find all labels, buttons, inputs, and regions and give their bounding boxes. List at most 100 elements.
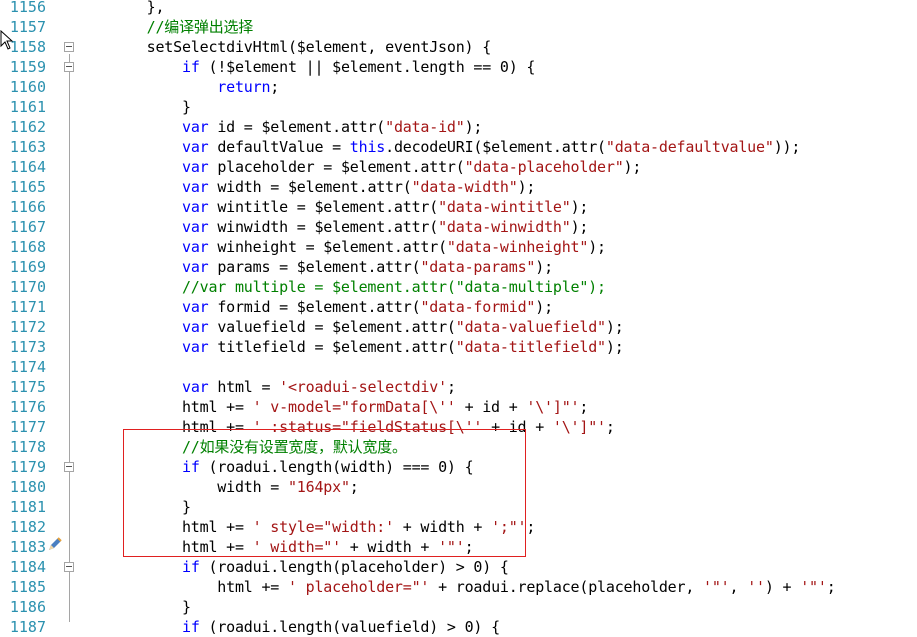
code-token: html += xyxy=(76,518,253,536)
line-number: 1181 xyxy=(9,498,46,516)
code-text: html += ' placeholder="' + roadui.replac… xyxy=(76,577,917,597)
code-token: '\']"' xyxy=(526,398,580,416)
code-token: (roadui.length(width) === 0) { xyxy=(199,458,474,476)
code-line[interactable]: 1183 html += ' width="' + width + '"'; xyxy=(0,537,917,557)
code-text xyxy=(76,357,917,377)
code-line[interactable]: 1181 } xyxy=(0,497,917,517)
code-token: ); xyxy=(464,118,483,136)
code-token xyxy=(76,58,182,76)
code-token: ); xyxy=(623,158,642,176)
line-number: 1162 xyxy=(9,118,46,136)
code-line[interactable]: 1162 var id = $element.attr("data-id"); xyxy=(0,117,917,137)
code-text: var defaultValue = this.decodeURI($eleme… xyxy=(76,137,917,157)
line-number: 1184 xyxy=(9,558,46,576)
code-token: ; xyxy=(349,478,359,496)
code-line[interactable]: 1161 } xyxy=(0,97,917,117)
code-line[interactable]: 1178 //如果没有设置宽度，默认宽度。 xyxy=(0,437,917,457)
code-line[interactable]: 1186 } xyxy=(0,597,917,617)
code-text: if (roadui.length(valuefield) > 0) { xyxy=(76,617,917,637)
code-token: } xyxy=(76,498,191,516)
code-text: var winwidth = $element.attr("data-winwi… xyxy=(76,217,917,237)
code-token: , xyxy=(729,578,748,596)
code-line[interactable]: 1163 var defaultValue = this.decodeURI($… xyxy=(0,137,917,157)
code-line[interactable]: 1159 if (!$element || $element.length ==… xyxy=(0,57,917,77)
code-token: "data-placeholder" xyxy=(464,158,624,176)
collapse-icon[interactable] xyxy=(64,62,74,72)
code-token: "data-titlefield" xyxy=(455,338,606,356)
code-line[interactable]: 1171 var formid = $element.attr("data-fo… xyxy=(0,297,917,317)
line-number: 1161 xyxy=(9,98,46,116)
code-line[interactable]: 1168 var winheight = $element.attr("data… xyxy=(0,237,917,257)
code-line[interactable]: 1157 //编译弹出选择 xyxy=(0,17,917,37)
code-token: ; xyxy=(270,78,280,96)
code-token: (!$element || $element.length == 0) { xyxy=(199,58,536,76)
code-line[interactable]: 1180 width = "164px"; xyxy=(0,477,917,497)
line-number: 1168 xyxy=(9,238,46,256)
code-token: wintitle = $element.attr( xyxy=(208,198,439,216)
line-number: 1165 xyxy=(9,178,46,196)
code-text: //编译弹出选择 xyxy=(76,17,917,37)
code-line[interactable]: 1170 //var multiple = $element.attr("dat… xyxy=(0,277,917,297)
code-token: "data-valuefield" xyxy=(455,318,606,336)
collapse-icon[interactable] xyxy=(64,562,74,572)
code-line[interactable]: 1156 }, xyxy=(0,0,917,17)
code-token: ';"' xyxy=(491,518,527,536)
code-token: ); xyxy=(605,338,624,356)
code-line[interactable]: 1172 var valuefield = $element.attr("dat… xyxy=(0,317,917,337)
code-token: ' style="width:' xyxy=(252,518,394,536)
code-line[interactable]: 1182 html += ' style="width:' + width + … xyxy=(0,517,917,537)
code-token: "data-winheight" xyxy=(446,238,589,256)
code-line[interactable]: 1160 return; xyxy=(0,77,917,97)
code-token xyxy=(76,238,182,256)
line-number: 1172 xyxy=(9,318,46,336)
code-token: ; xyxy=(526,518,536,536)
code-line[interactable]: 1179 if (roadui.length(width) === 0) { xyxy=(0,457,917,477)
code-line[interactable]: 1167 var winwidth = $element.attr("data-… xyxy=(0,217,917,237)
code-text: var width = $element.attr("data-width"); xyxy=(76,177,917,197)
code-token: //如果没有设置宽度，默认宽度。 xyxy=(76,438,407,456)
code-token: //var multiple = $element.attr("data-mul… xyxy=(76,278,606,296)
code-text: setSelectdivHtml($element, eventJson) { xyxy=(76,37,917,57)
code-token: id = $element.attr( xyxy=(208,118,386,136)
code-token: winheight = $element.attr( xyxy=(208,238,447,256)
line-number: 1170 xyxy=(9,278,46,296)
code-token: ; xyxy=(579,398,589,416)
collapse-icon[interactable] xyxy=(64,462,74,472)
line-number: 1171 xyxy=(9,298,46,316)
code-line[interactable]: 1158 setSelectdivHtml($element, eventJso… xyxy=(0,37,917,57)
code-text: width = "164px"; xyxy=(76,477,917,497)
code-text: html += ' :status="fieldStatus[\'' + id … xyxy=(76,417,917,437)
code-line[interactable]: 1166 var wintitle = $element.attr("data-… xyxy=(0,197,917,217)
line-number: 1169 xyxy=(9,258,46,276)
line-number: 1182 xyxy=(9,518,46,536)
code-token: var xyxy=(181,238,209,256)
code-token: formid = $element.attr( xyxy=(208,298,421,316)
code-line[interactable]: 1174 xyxy=(0,357,917,377)
code-line[interactable]: 1176 html += ' v-model="formData[\'' + i… xyxy=(0,397,917,417)
edit-pencil-icon xyxy=(49,537,62,550)
code-token: ); xyxy=(570,218,589,236)
line-number: 1163 xyxy=(9,138,46,156)
code-token: '' xyxy=(747,578,765,596)
code-text: //如果没有设置宽度，默认宽度。 xyxy=(76,437,917,457)
code-token: ' :status="fieldStatus[\'' xyxy=(252,418,483,436)
code-text: var valuefield = $element.attr("data-val… xyxy=(76,317,917,337)
code-line[interactable]: 1175 var html = '<roadui-selectdiv'; xyxy=(0,377,917,397)
code-line[interactable]: 1185 html += ' placeholder="' + roadui.r… xyxy=(0,577,917,597)
line-number: 1175 xyxy=(9,378,46,396)
code-text: var id = $element.attr("data-id"); xyxy=(76,117,917,137)
code-line[interactable]: 1177 html += ' :status="fieldStatus[\'' … xyxy=(0,417,917,437)
code-text: } xyxy=(76,97,917,117)
code-token: html += xyxy=(76,578,288,596)
code-line[interactable]: 1165 var width = $element.attr("data-wid… xyxy=(0,177,917,197)
line-number: 1176 xyxy=(9,398,46,416)
code-token: var xyxy=(181,198,209,216)
code-line[interactable]: 1164 var placeholder = $element.attr("da… xyxy=(0,157,917,177)
code-line[interactable]: 1184 if (roadui.length(placeholder) > 0)… xyxy=(0,557,917,577)
code-line[interactable]: 1173 var titlefield = $element.attr("dat… xyxy=(0,337,917,357)
code-line[interactable]: 1169 var params = $element.attr("data-pa… xyxy=(0,257,917,277)
code-token: var xyxy=(181,178,209,196)
code-line[interactable]: 1187 if (roadui.length(valuefield) > 0) … xyxy=(0,617,917,637)
collapse-icon[interactable] xyxy=(64,42,74,52)
